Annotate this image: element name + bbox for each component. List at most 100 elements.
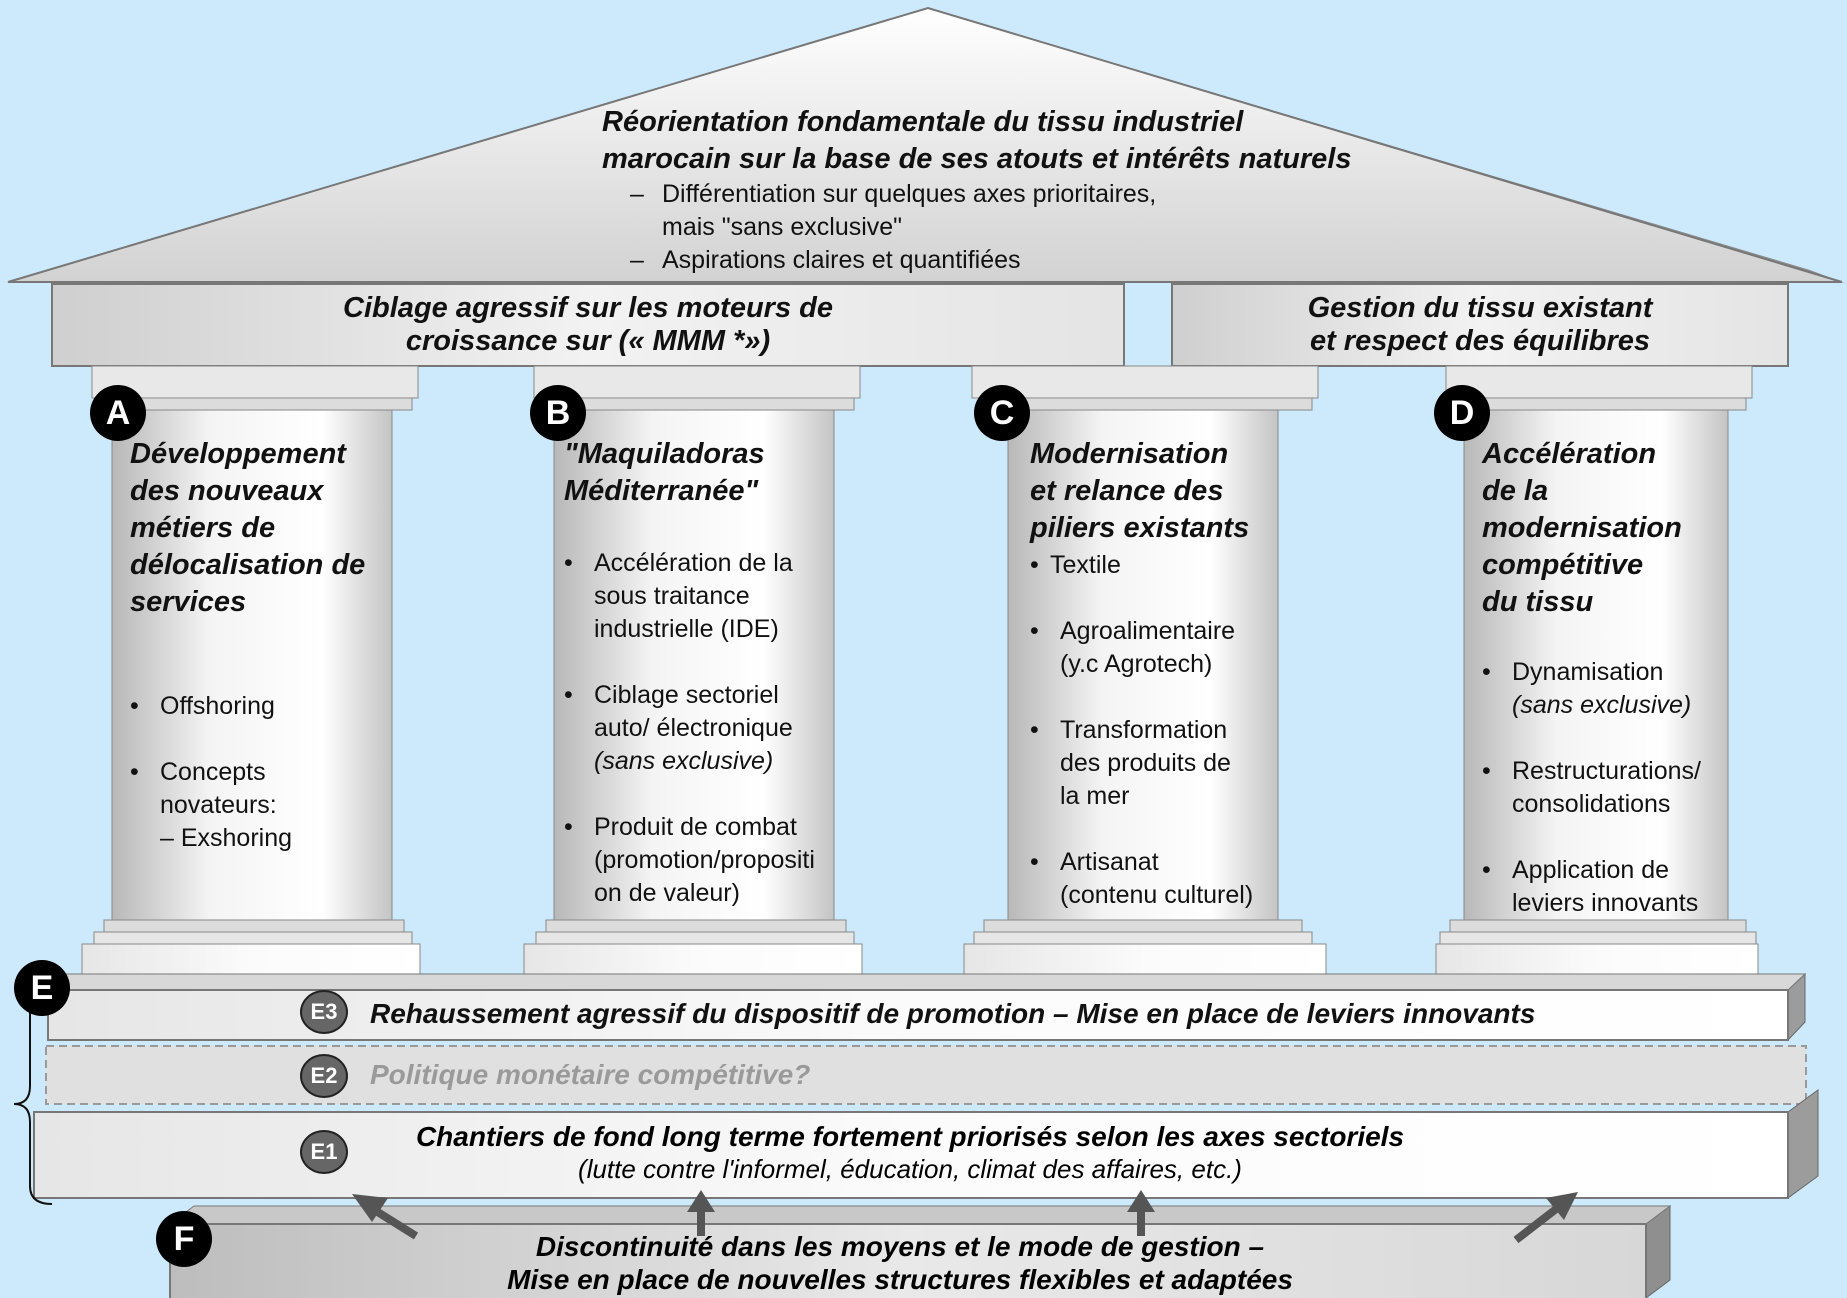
pillar-a-bullets: • Offshoring • Concepts novateurs: – Exs… xyxy=(130,690,400,888)
e1-side xyxy=(1787,1089,1819,1199)
bullet-line: leviers innovants xyxy=(1512,889,1699,917)
pillar-a-title-line: Développement xyxy=(130,438,346,470)
band-left-shape xyxy=(51,283,1125,367)
roof-title-line-2: marocain sur la base de ses atouts et in… xyxy=(602,143,1352,175)
pillar-d-title-line: compétitive xyxy=(1482,549,1644,581)
base-slab xyxy=(169,1223,1647,1298)
pillar-b-bullets: • Accélération de la sous traitance indu… xyxy=(564,547,844,943)
badge-c: C xyxy=(974,385,1030,441)
dash-glyph: – xyxy=(630,180,644,208)
arrow-2 xyxy=(687,1190,715,1236)
bullet-line: Textile xyxy=(1050,551,1121,579)
pillar-a-title-line: métiers de xyxy=(130,512,276,544)
bullet-line: (promotion/propositi xyxy=(594,846,815,874)
pillar-d-title-line: modernisation xyxy=(1482,512,1682,544)
roof xyxy=(7,6,1843,283)
bullet-glyph: • xyxy=(1030,848,1039,876)
bullet-line: consolidations xyxy=(1512,790,1671,818)
bullet-line: Restructurations/ xyxy=(1512,757,1701,785)
bullet-line: Artisanat xyxy=(1060,848,1159,876)
list-item: • Transformation des produits de la mer xyxy=(1030,714,1290,813)
band-left-line-2: croissance sur (« MMM *») xyxy=(405,325,771,357)
pillar-b-title-line: "Maquiladoras xyxy=(564,438,765,470)
list-item: • Agroalimentaire (y.c Agrotech) xyxy=(1030,615,1290,681)
bullet-glyph: • xyxy=(1482,658,1491,686)
roof-title: Réorientation fondamentale du tissu indu… xyxy=(602,104,1502,178)
bullet-line: Agroalimentaire xyxy=(1060,617,1236,645)
badge-f: F xyxy=(156,1211,212,1267)
list-item: • Textile xyxy=(1030,549,1290,582)
pillar-b-title-line: Méditerranée" xyxy=(564,475,759,507)
pillar-b-title: "Maquiladoras Méditerranée" xyxy=(564,436,844,510)
roof-bullet-1-line-1: Différentiation sur quelques axes priori… xyxy=(662,180,1157,208)
bullet-glyph: • xyxy=(1482,856,1491,884)
bullet-line: (contenu culturel) xyxy=(1060,881,1254,909)
band-right-line-1: Gestion du tissu existant xyxy=(1307,292,1653,324)
bullet-line: la mer xyxy=(1060,782,1130,810)
e1-text: Chantiers de fond long terme fortement p… xyxy=(340,1120,1480,1186)
pillar-c-title-line: et relance des xyxy=(1030,475,1224,507)
badge-e2: E2 xyxy=(300,1054,348,1098)
roof-bullet-1-line-2: mais "sans exclusive" xyxy=(662,213,903,241)
roof-bullets: – Différentiation sur quelques axes prio… xyxy=(630,178,1330,277)
badge-e1: E1 xyxy=(300,1130,348,1174)
bullet-glyph: • xyxy=(564,813,573,841)
bullet-line: industrielle (IDE) xyxy=(594,615,779,643)
band-left-line-1: Ciblage agressif sur les moteurs de xyxy=(343,292,833,324)
bullet-line: Ciblage sectoriel xyxy=(594,681,779,709)
e2-text: Politique monétaire compétitive? xyxy=(370,1059,811,1090)
arrow-1 xyxy=(352,1194,419,1240)
list-item: • Offshoring xyxy=(130,690,400,723)
base-text-line-2: Mise en place de nouvelles structures fl… xyxy=(507,1264,1293,1295)
bullet-glyph: • xyxy=(564,549,573,577)
bullet-glyph: • xyxy=(130,692,139,720)
list-item: • Application de leviers innovants xyxy=(1482,854,1742,920)
bullet-line: sous traitance xyxy=(594,582,750,610)
pillar-b-shape xyxy=(523,365,863,985)
band-right-shape xyxy=(1171,283,1789,367)
bullet-line: Application de xyxy=(1512,856,1670,884)
bullet-glyph: • xyxy=(1482,757,1491,785)
pillar-d-title-line: de la xyxy=(1482,475,1549,507)
roof-bullet-1: – Différentiation sur quelques axes prio… xyxy=(630,178,1330,244)
bullet-glyph: • xyxy=(564,681,573,709)
list-item: • Concepts novateurs: – Exshoring xyxy=(130,756,400,855)
roof-bullet-2-text: Aspirations claires et quantifiées xyxy=(662,246,1021,274)
bullet-line: Transformation xyxy=(1060,716,1228,744)
e3-top xyxy=(46,973,1807,991)
pillar-a-title-line: délocalisation de xyxy=(130,549,366,581)
pillar-d-title: Accélération de la modernisation compéti… xyxy=(1482,436,1742,621)
bullet-line: Accélération de la xyxy=(594,549,793,577)
bullet-line: auto/ électronique xyxy=(594,714,793,742)
bullet-glyph: • xyxy=(1030,551,1039,579)
list-item: • Accélération de la sous traitance indu… xyxy=(564,547,844,646)
bullet-line: novateurs: xyxy=(160,791,277,819)
pillar-c-bullets: • Textile • Agroalimentaire (y.c Agrotec… xyxy=(1030,549,1290,945)
bullet-line-italic: (sans exclusive) xyxy=(594,747,774,775)
bullet-line: Produit de combat xyxy=(594,813,797,841)
base-text-line-1: Discontinuité dans les moyens et le mode… xyxy=(535,1231,1265,1262)
pillar-c-title-line: piliers existants xyxy=(1030,512,1250,544)
bullet-line: (y.c Agrotech) xyxy=(1060,650,1213,678)
roof-bullet-2: – Aspirations claires et quantifiées xyxy=(630,244,1330,277)
e1-text-line-1: Chantiers de fond long terme fortement p… xyxy=(415,1121,1405,1152)
band-right: Gestion du tissu existant et respect des… xyxy=(1172,292,1788,358)
bullet-line: des produits de xyxy=(1060,749,1231,777)
bullet-line: Concepts xyxy=(160,758,266,786)
pillar-c-title: Modernisation et relance des piliers exi… xyxy=(1030,436,1310,547)
e1-text-line-2: (lutte contre l'informel, éducation, cli… xyxy=(578,1154,1242,1184)
pillar-c-shape xyxy=(963,365,1327,985)
bullet-glyph: • xyxy=(1030,617,1039,645)
list-item: • Ciblage sectoriel auto/ électronique (… xyxy=(564,679,844,778)
pillar-d-title-line: Accélération xyxy=(1482,438,1657,470)
pillar-a-title-line: des nouveaux xyxy=(130,475,324,507)
list-item: • Artisanat (contenu culturel) xyxy=(1030,846,1290,912)
bullet-subitem: – Exshoring xyxy=(160,824,293,852)
base-text: Discontinuité dans les moyens et le mode… xyxy=(300,1230,1500,1296)
badge-a: A xyxy=(90,385,146,441)
pillar-c-title-line: Modernisation xyxy=(1030,438,1229,470)
bullet-glyph: • xyxy=(1030,716,1039,744)
arrow-3 xyxy=(1127,1190,1155,1236)
